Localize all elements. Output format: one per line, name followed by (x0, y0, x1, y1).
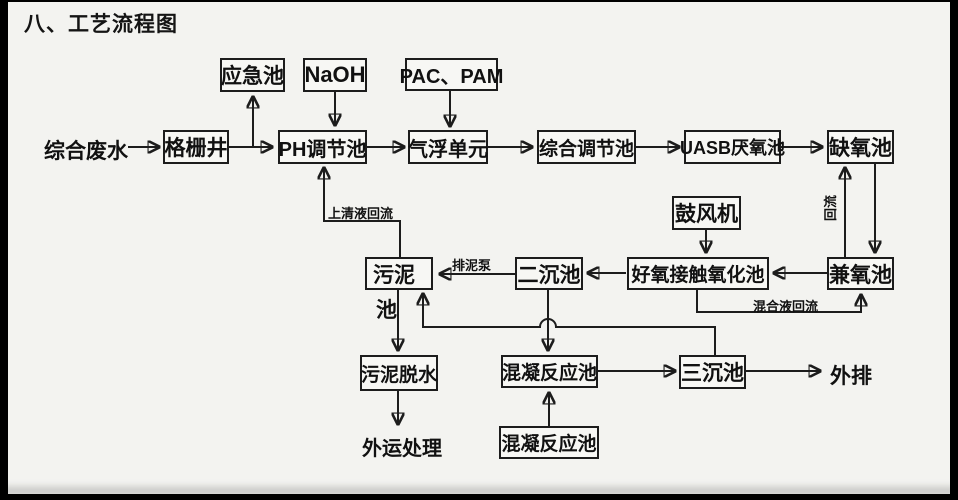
node-coagulation-tank-2: 混凝反应池 (499, 426, 599, 459)
label-mixed-liquor-reflux: 混合液回流 (753, 299, 819, 314)
node-anoxic-tank: 缺氧池 (827, 130, 894, 164)
frame-top-edge (0, 0, 958, 2)
node-ph-adjust-tank: PH调节池 (278, 130, 367, 164)
node-emergency-tank: 应急池 (220, 58, 285, 92)
frame-right-edge (950, 0, 958, 500)
node-grid-well: 格栅井 (163, 130, 229, 164)
node-air-flotation-unit: 气浮单元 (408, 130, 488, 164)
node-aerobic-contact-oxidation-tank: 好氧接触氧化池 (627, 257, 769, 290)
node-tertiary-clarifier: 三沉池 (679, 355, 746, 389)
node-blower: 鼓风机 (672, 196, 741, 230)
node-uasb-anaerobic-tank: UASB厌氧池 (680, 130, 785, 164)
node-secondary-clarifier: 二沉池 (515, 257, 583, 290)
node-sludge-tank: 污泥 (365, 257, 433, 290)
node-discharge: 外排 (830, 365, 872, 388)
node-pac-pam: PAC、PAM (400, 58, 503, 91)
frame-left-edge (0, 0, 8, 500)
page-title: 八、工艺流程图 (24, 13, 178, 36)
node-coagulation-tank-1: 混凝反应池 (501, 355, 598, 388)
label-sludge-pump: 排泥泵 (452, 258, 492, 273)
node-naoh: NaOH (303, 58, 367, 92)
node-sludge-dewatering: 污泥脱水 (360, 355, 438, 391)
node-facultative-tank: 兼氧池 (827, 257, 894, 290)
node-influent: 综合废水 (44, 140, 128, 163)
label-supernatant-reflux: 上清液回流 (328, 206, 394, 221)
frame-bottom-edge (0, 494, 958, 500)
label-reflux-vertical: 回流 (822, 195, 838, 222)
node-sludge-tank-overflow-char: 池 (376, 299, 397, 322)
node-regulating-tank: 综合调节池 (537, 130, 636, 164)
node-offsite-disposal: 外运处理 (362, 438, 442, 460)
